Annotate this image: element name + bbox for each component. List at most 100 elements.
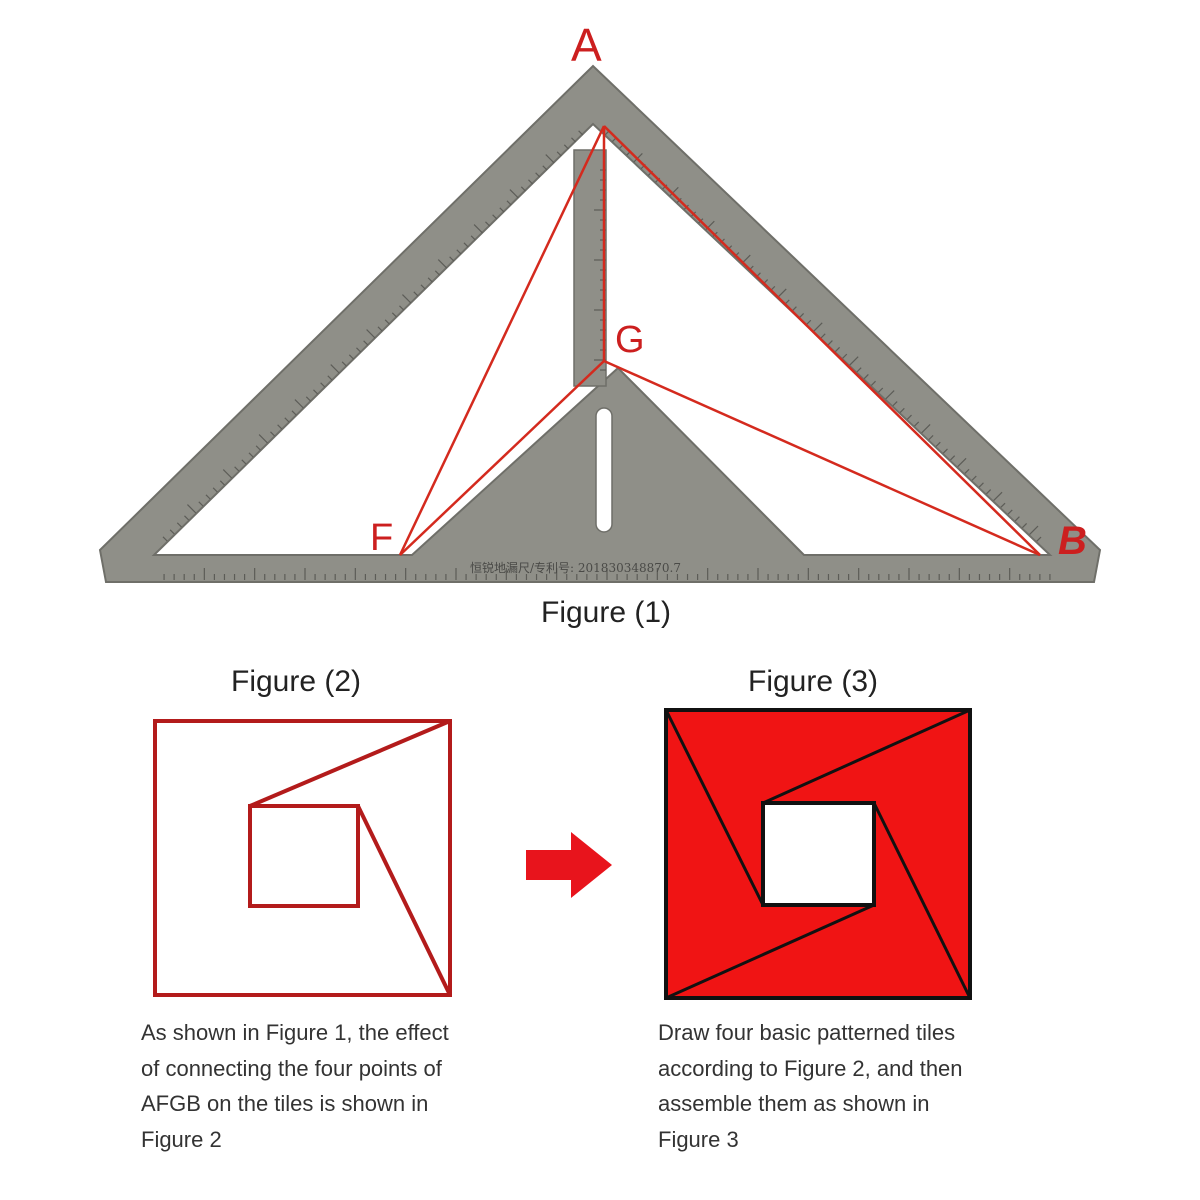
ruler-slot [595,407,613,533]
ruler-tick [341,361,347,367]
point-label-f: F [370,517,393,559]
ruler-tick [849,356,859,366]
ruler-tick [1029,525,1039,535]
ruler-tick [1036,536,1042,542]
ruler-tick [506,200,512,206]
ruler-tick [899,407,905,413]
description-line: As shown in Figure 1, the effect [141,1020,449,1045]
ruler-tick [806,319,812,325]
ruler-tick [563,144,569,150]
ruler-tick [473,224,483,234]
ruler-tick [1000,502,1006,508]
line-f-g [399,360,605,556]
ruler-tick [434,270,440,276]
ruler-tick [942,448,948,454]
description-line: Draw four basic patterned tiles [658,1020,956,1045]
ruler-tick [669,186,679,197]
ruler-tick [885,390,895,400]
ruler-tick [520,186,526,192]
ruler-center-bar [573,149,607,387]
ruler-tick [437,259,448,269]
ruler-tick [1021,523,1028,529]
ruler-tick [1014,516,1020,522]
figure1-caption: Figure (1) [541,596,672,629]
ruler-tick [399,305,405,311]
ruler-tick [420,284,426,290]
ruler-tick [863,374,869,380]
ruler-tick [348,354,354,360]
ruler-tick [219,480,225,486]
ruler-tick [222,469,233,479]
ruler-tick [363,340,369,346]
ruler-tick [485,221,491,227]
ruler-tick [169,529,175,535]
description-line: according to Figure 2, and then [658,1055,963,1081]
ruler-tick [384,319,390,325]
ruler-tick [856,367,862,373]
ruler-tick [184,515,190,521]
ruler-tick [921,424,931,434]
ruler-tick [162,536,168,542]
ruler-tick [413,291,419,297]
figure2-description: As shown in Figure 1, the effect of conn… [141,1015,449,1157]
ruler-tick [798,313,805,319]
figure2-caption: Figure (2) [231,665,362,698]
ruler-tick [176,522,182,528]
ruler-tick [241,459,247,465]
figure3-center-hole [761,801,876,907]
description-line: Figure 2 [141,1126,222,1152]
ruler-tick [1007,509,1013,515]
ruler-tick [305,396,311,402]
ruler-tick [198,501,204,507]
ruler-tick-marks [162,130,1051,580]
ruler-tick [571,137,577,143]
ruler-tick [456,249,462,255]
ruler-tick [556,151,562,157]
line-a-f [398,125,606,556]
ruler-tick [928,434,934,441]
ruler-tick [255,445,261,451]
ruler-tick [971,475,977,481]
ruler-tick [320,382,326,388]
point-label-g: G [615,319,645,361]
ruler-tick [427,277,433,283]
figure2-tile [153,719,452,997]
ruler-tick [330,364,340,374]
figure1-connect-lines [398,125,1041,557]
ruler-tick [356,347,362,353]
ruler-tick [284,417,290,423]
ruler-tick [528,179,534,185]
ruler-tick [277,424,283,430]
ruler-tick [248,452,254,458]
ruler-tick [964,468,970,474]
ruler-tick [258,434,268,444]
ruler-tick [986,489,992,495]
ruler-tick [449,256,455,262]
ruler-tick [777,288,787,298]
ruler-tick [463,242,469,248]
figure2-inner-square [248,804,360,908]
ruler-tick [878,387,884,393]
ruler-tick [950,455,956,461]
ruler-tick [545,154,555,164]
description-line: AFGB on the tiles is shown in [141,1091,429,1116]
ruler-tick [402,294,412,304]
description-line: of connecting the four points of [141,1055,442,1081]
figure1-ruler: 恒锐地漏尺/专利号: 201830348870.7 [98,64,1102,583]
ruler-tick [535,172,541,178]
ruler-tick [633,153,643,163]
figure3-divider-lines [664,708,972,1000]
ruler-inscription: 恒锐地漏尺/专利号: 201830348870.7 [470,560,681,575]
ruler-tick [842,353,848,359]
description-line: assemble them as shown in [658,1091,930,1116]
ruler-tick [578,130,584,136]
point-label-a: A [571,19,602,71]
ruler-tick [935,441,941,447]
point-label-b: B [1058,519,1087,563]
figure2-outer-square [153,719,452,997]
figure3-caption: Figure (3) [748,665,879,698]
ruler-tick [957,457,967,468]
ruler-tick [270,431,276,437]
